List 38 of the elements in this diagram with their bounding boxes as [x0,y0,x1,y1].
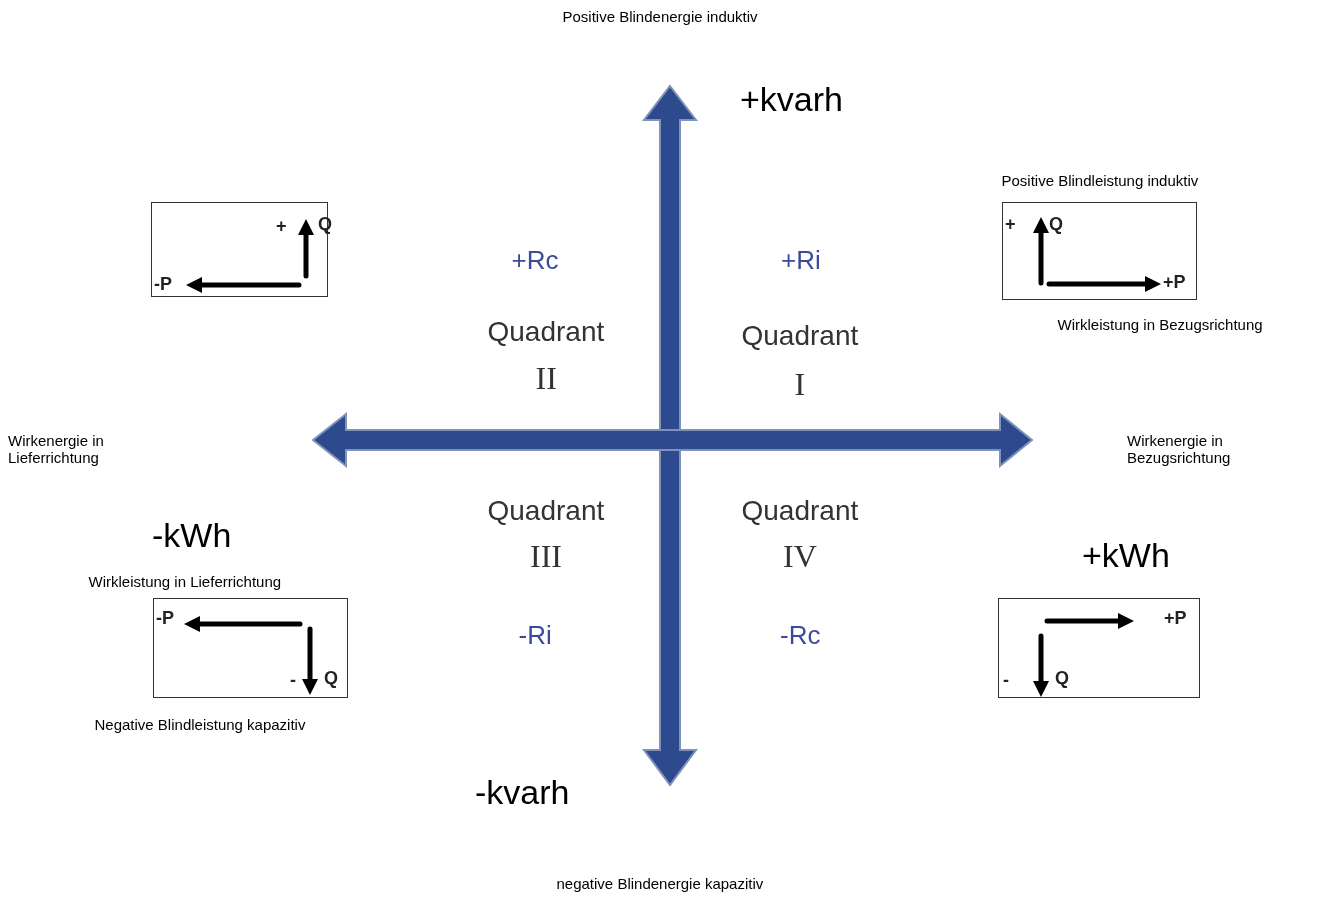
axis-label: -kWh [152,516,232,556]
axis-letter: +P [1163,273,1186,291]
sign-label: - [1003,671,1009,689]
axis-letter: -P [156,609,174,627]
quadrant-numeral: III [530,538,562,575]
axis-caption: Wirkenergie in Lieferrichtung [8,432,105,467]
quadrant-numeral: I [794,366,806,403]
sign-label: + [1005,215,1016,233]
axis-label: +kWh [1082,536,1170,576]
quadrant-label: Quadrant [741,320,859,353]
sign-label: + [276,217,287,235]
quadrant-label: Quadrant [487,495,605,528]
quadrant-label: Quadrant [741,495,859,528]
axis-letter: Q [1055,669,1069,687]
box-caption: Wirkleistung in Bezugsrichtung [1057,316,1263,334]
power-direction-box [998,598,1200,698]
axis-caption: negative Blindenergie kapazitiv [556,875,764,893]
axis-letter: Q [1049,215,1063,233]
axis-letter: -P [154,275,172,293]
box-caption: Wirkleistung in Lieferrichtung [88,573,282,591]
quadrant-code: +Rc [511,246,559,276]
box-caption: Positive Blindleistung induktiv [1001,172,1199,190]
power-direction-box [153,598,348,698]
quadrant-code: -Ri [518,621,552,651]
quadrant-code: -Rc [780,621,821,651]
axis-label: -kvarh [475,773,570,813]
axis-caption: Positive Blindenergie induktiv [562,8,758,26]
box-caption: Negative Blindleistung kapazitiv [94,716,306,734]
sign-label: - [290,671,296,689]
power-direction-box [1002,202,1197,300]
quadrant-code: +Ri [781,246,821,276]
axis-letter: Q [324,669,338,687]
quadrant-numeral: II [535,360,557,397]
axis-label: +kvarh [740,80,843,120]
quadrant-numeral: IV [783,538,817,575]
axis-letter: +P [1164,609,1187,627]
quadrant-label: Quadrant [487,316,605,349]
axis-caption: Wirkenergie in Bezugsrichtung [1127,432,1232,467]
